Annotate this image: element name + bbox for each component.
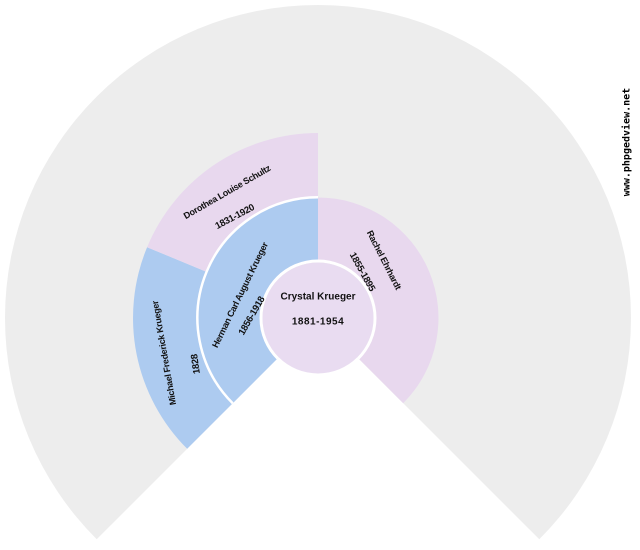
center-person-circle[interactable] [262,262,374,374]
center-person-dates: 1881-1954 [291,316,345,328]
watermark-text: www.phpgedview.net [621,87,633,197]
sector-paternal-grandmother[interactable] [147,133,318,272]
ring-separator-outer [196,196,319,405]
sector-mother[interactable] [318,197,439,404]
center-person-name: Crystal Krueger [280,291,356,303]
ring-separator-inner [259,259,377,360]
sector-father[interactable] [197,197,318,404]
sector-paternal-grandfather[interactable] [133,247,233,449]
